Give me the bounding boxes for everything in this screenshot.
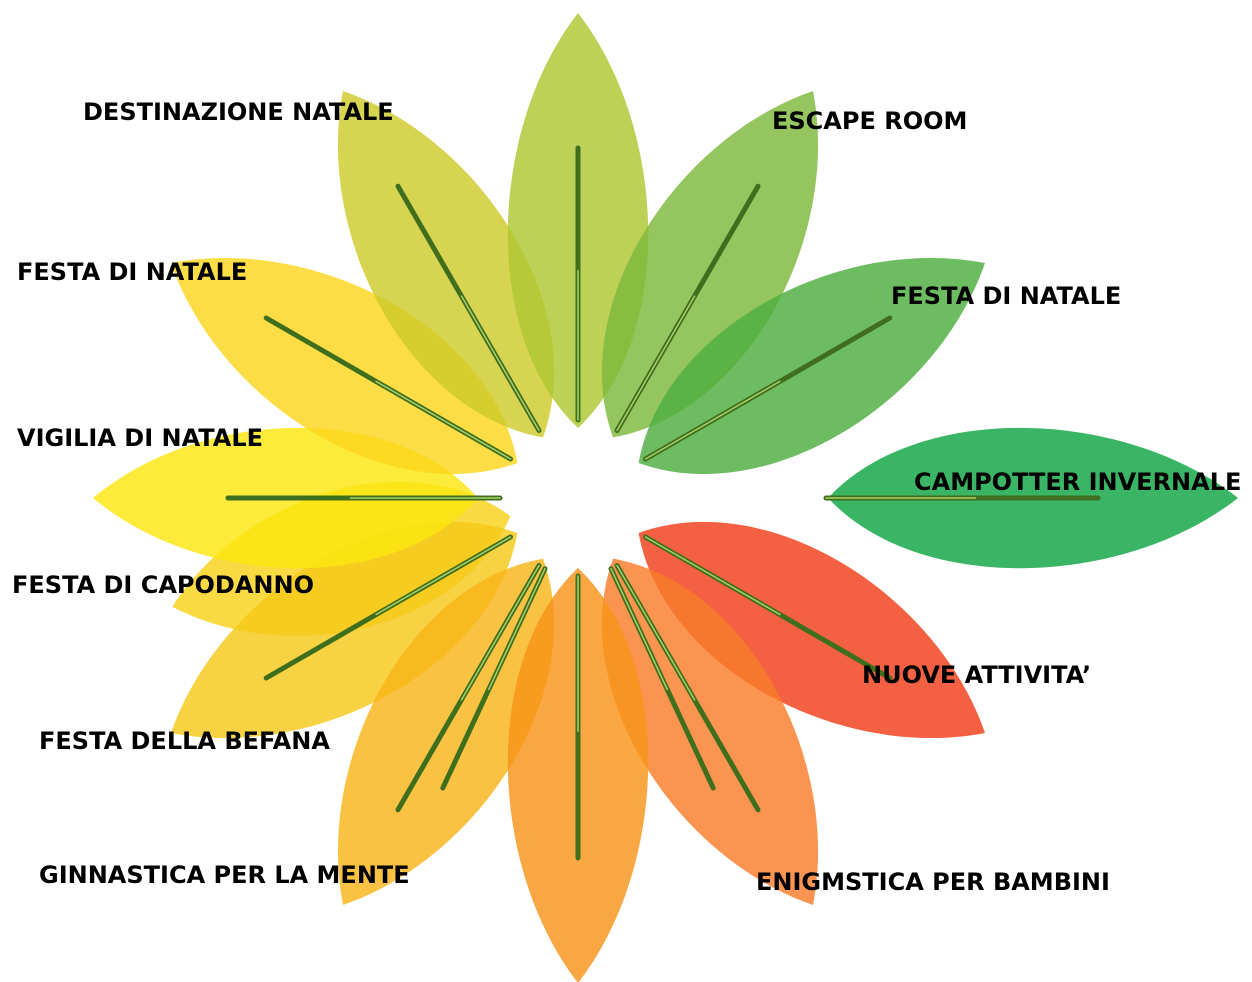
petal-vein-highlight bbox=[610, 567, 668, 691]
petal-vein-highlight bbox=[488, 567, 546, 691]
petal-label-festa-di-capodanno: FESTA DI CAPODANNO bbox=[12, 571, 314, 599]
petal-label-escape-room: ESCAPE ROOM bbox=[772, 107, 968, 135]
petal-label-vigilia-di-natale: VIGILIA DI NATALE bbox=[17, 424, 264, 452]
petal-label-campotter-invernale: CAMPOTTER INVERNALE bbox=[914, 468, 1242, 496]
petal-vein-highlight bbox=[644, 380, 781, 460]
petal-festa-di-natale-left bbox=[171, 257, 518, 475]
petal-vein-highlight bbox=[460, 564, 540, 701]
petal-label-destinazione-natale: DESTINAZIONE NATALE bbox=[83, 98, 394, 126]
petal-escape-room bbox=[601, 91, 819, 438]
petal-label-enigmstica-per-bambini: ENIGMSTICA PER BAMBINI bbox=[756, 868, 1110, 896]
flower-center bbox=[516, 436, 640, 560]
petal-vein-highlight bbox=[616, 295, 696, 432]
petal-label-festa-della-befana: FESTA DELLA BEFANA bbox=[39, 727, 330, 755]
petal-label-festa-di-natale-right: FESTA DI NATALE bbox=[891, 282, 1122, 310]
petal-vein-highlight bbox=[460, 295, 540, 432]
petal-enigmstica-per-bambini bbox=[601, 558, 819, 905]
petal-vein-highlight bbox=[375, 380, 512, 460]
petal-vein-highlight bbox=[375, 536, 512, 616]
petal-label-festa-di-natale-left: FESTA DI NATALE bbox=[17, 258, 248, 286]
petal-festa-di-natale-right bbox=[638, 257, 985, 475]
petal-vein-highlight bbox=[644, 536, 781, 616]
petal-ginnastica-per-la-mente bbox=[337, 558, 555, 905]
petal-label-ginnastica-per-la-mente: GINNASTICA PER LA MENTE bbox=[39, 861, 410, 889]
vein-group bbox=[225, 145, 1101, 861]
petal-festa-della-befana bbox=[171, 521, 518, 739]
petal-label-nuove-attivita: NUOVE ATTIVITA’ bbox=[862, 661, 1092, 689]
petal-vein-highlight bbox=[616, 564, 696, 701]
petal-nuove-attivita bbox=[638, 521, 985, 739]
petal-destinazione-natale bbox=[337, 91, 555, 438]
